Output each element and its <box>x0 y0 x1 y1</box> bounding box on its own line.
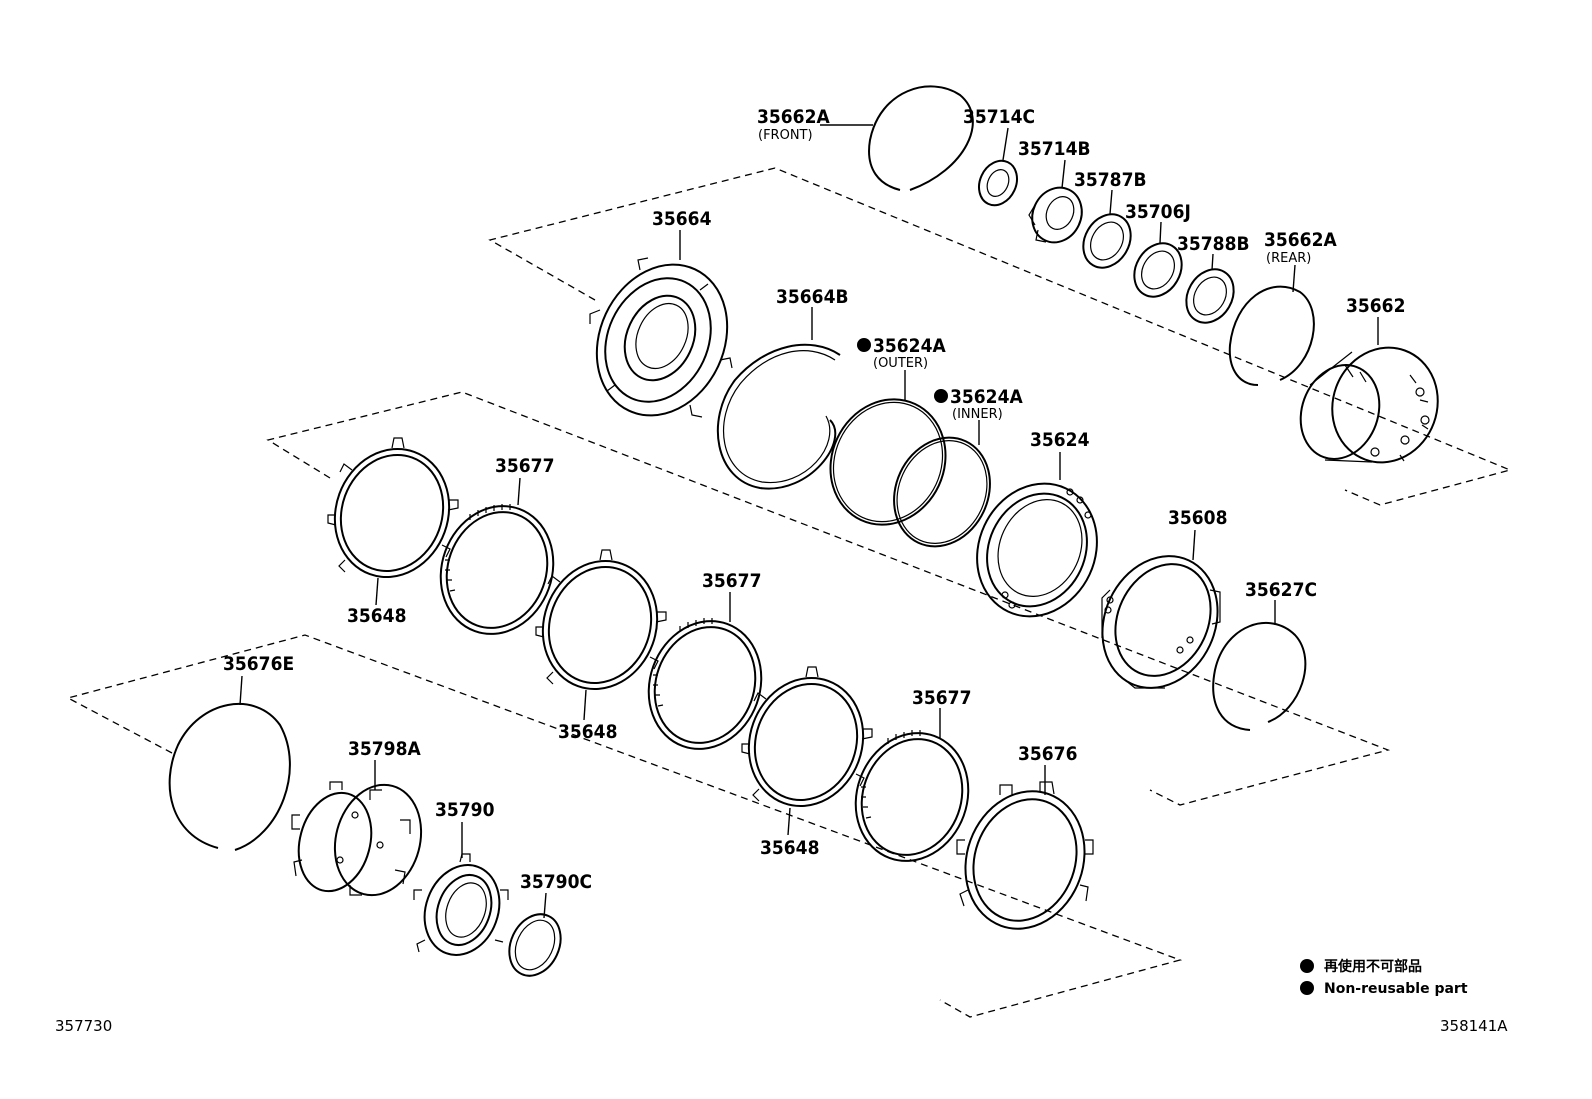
disc-35677-b[interactable] <box>631 592 779 765</box>
snap-ring-35662A-front[interactable] <box>820 85 974 191</box>
washer-35706J[interactable] <box>1125 221 1191 305</box>
note-rear: (REAR) <box>1266 251 1311 266</box>
o-ring-35624A-inner[interactable] <box>877 420 1008 562</box>
note-outer: (OUTER) <box>873 356 928 371</box>
washer-35714C[interactable] <box>972 127 1024 211</box>
washer-35787B[interactable] <box>1074 189 1140 276</box>
label-35676E[interactable]: 35676E <box>223 653 294 675</box>
note-front: (FRONT) <box>758 128 813 143</box>
label-35608[interactable]: 35608 <box>1168 507 1227 529</box>
non-reusable-dot-inner <box>934 389 948 403</box>
disc-35677-c[interactable] <box>838 708 986 877</box>
bearing-35790[interactable] <box>412 822 511 966</box>
code-right: 358141A <box>1440 1017 1508 1035</box>
label-35648-a[interactable]: 35648 <box>347 605 406 627</box>
disc-35677-a[interactable] <box>423 477 571 650</box>
plate-35648-c[interactable] <box>731 662 881 836</box>
label-35790[interactable]: 35790 <box>435 799 495 821</box>
drum-35662[interactable] <box>1288 317 1454 477</box>
plate-35648-a[interactable] <box>317 433 467 606</box>
label-35662[interactable]: 35662 <box>1346 295 1405 317</box>
legend-dot-en <box>1300 981 1314 995</box>
legend-dot-jp <box>1300 959 1314 973</box>
label-35648-c[interactable]: 35648 <box>760 837 819 859</box>
snap-ring-35664B[interactable] <box>716 307 841 490</box>
washer-35788B[interactable] <box>1177 253 1243 331</box>
hub-35664[interactable] <box>573 230 751 437</box>
label-35787B[interactable]: 35787B <box>1074 169 1147 191</box>
label-35798A[interactable]: 35798A <box>348 738 421 760</box>
frame-middle <box>266 391 1391 806</box>
label-35714B[interactable]: 35714B <box>1018 138 1091 160</box>
label-35662A-front[interactable]: 35662A <box>757 106 830 128</box>
label-35676[interactable]: 35676 <box>1018 743 1077 765</box>
legend: 再使用不可部品 Non-reusable part <box>1300 958 1468 997</box>
code-left: 357730 <box>55 1017 112 1035</box>
label-35664B[interactable]: 35664B <box>776 286 849 308</box>
label-35624[interactable]: 35624 <box>1030 429 1090 451</box>
label-35677-a[interactable]: 35677 <box>495 455 554 477</box>
plate-35648-b[interactable] <box>525 545 675 721</box>
o-ring-35624A-outer[interactable] <box>810 370 966 544</box>
part-labels: 35662A (FRONT) 35714C 35714B 35787B 3570… <box>223 106 1405 893</box>
label-35790C[interactable]: 35790C <box>520 871 592 893</box>
spring-retainer-35608[interactable] <box>1081 529 1238 707</box>
label-35664[interactable]: 35664 <box>652 208 712 230</box>
label-35714C[interactable]: 35714C <box>963 106 1035 128</box>
frame-bottom <box>66 634 1183 1018</box>
label-35627C[interactable]: 35627C <box>1245 579 1317 601</box>
label-35624A-outer[interactable]: 35624A <box>873 335 946 357</box>
label-35624A-inner[interactable]: 35624A <box>950 386 1023 408</box>
bearing-35714B[interactable] <box>1023 159 1090 251</box>
non-reusable-dot-outer <box>857 338 871 352</box>
label-35662A-rear[interactable]: 35662A <box>1264 229 1337 251</box>
legend-jp: 再使用不可部品 <box>1324 958 1422 975</box>
snap-ring-35627C[interactable] <box>1212 600 1307 731</box>
legend-en: Non-reusable part <box>1324 981 1468 997</box>
label-35648-b[interactable]: 35648 <box>558 721 617 743</box>
label-35706J[interactable]: 35706J <box>1125 201 1191 223</box>
group-frames <box>66 167 1513 1018</box>
washer-35790C[interactable] <box>500 892 571 984</box>
snap-ring-35662A-rear[interactable] <box>1228 264 1315 386</box>
frame-top <box>488 167 1513 506</box>
one-way-clutch-35798A[interactable] <box>288 760 433 905</box>
note-inner: (INNER) <box>952 407 1003 422</box>
label-35677-c[interactable]: 35677 <box>912 687 971 709</box>
flange-35676[interactable] <box>947 765 1104 946</box>
label-35677-b[interactable]: 35677 <box>702 570 761 592</box>
label-35788B[interactable]: 35788B <box>1177 233 1250 255</box>
piston-35624[interactable] <box>956 452 1119 636</box>
snap-ring-35676E[interactable] <box>168 675 291 851</box>
